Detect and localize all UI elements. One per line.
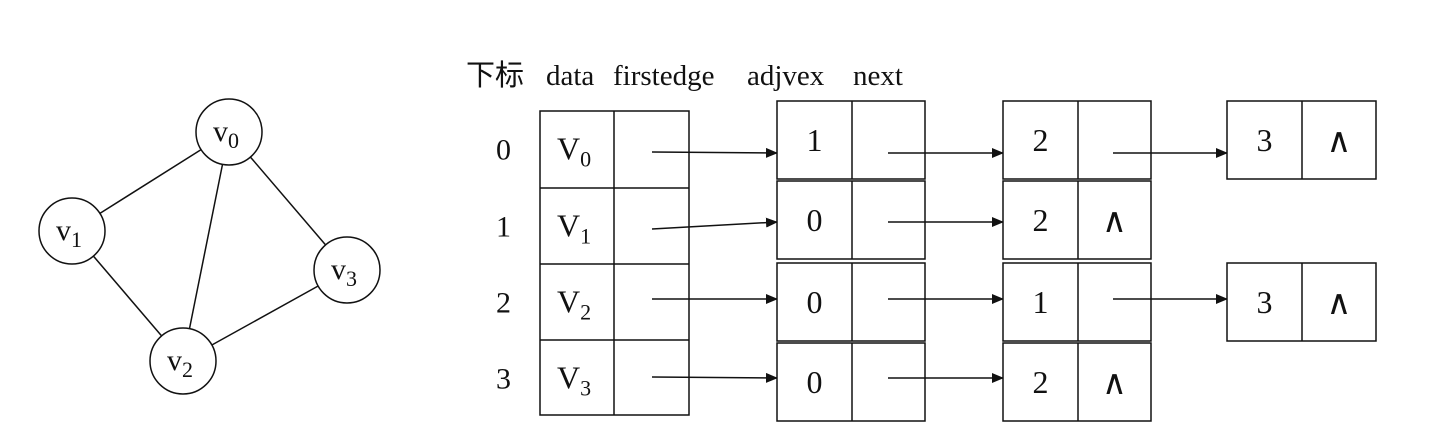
graph-edge	[92, 255, 163, 337]
graph-node-circle	[313, 236, 381, 304]
adjvex-value: 0	[807, 364, 823, 400]
null-pointer-symbol: ∧	[1102, 203, 1127, 240]
header-index-label: 下标	[466, 59, 524, 92]
vertex-data-main: V	[557, 208, 580, 244]
graph-node-circle	[149, 327, 217, 395]
graph-node-label-main: v	[213, 115, 228, 148]
graph-node-v3: v3	[313, 236, 381, 304]
graph-node-v2: v2	[149, 327, 217, 395]
adjvex-value: 1	[1033, 284, 1049, 320]
null-pointer-symbol: ∧	[1102, 365, 1127, 402]
header-adjvex-label: adjvex	[747, 60, 825, 92]
vertex-data: V3	[557, 360, 591, 401]
header-data-label: data	[546, 60, 594, 92]
graph-edge	[249, 156, 327, 246]
null-pointer-symbol: ∧	[1327, 123, 1352, 160]
graph-node-label-subscript: 0	[228, 128, 239, 153]
edge-node: 0	[776, 180, 1004, 260]
vertex-data-main: V	[557, 284, 580, 320]
graph-node-circle	[38, 197, 106, 265]
firstedge-arrow	[651, 147, 778, 158]
edge-node-box	[776, 342, 926, 422]
edge-node: 2∧	[1002, 342, 1152, 422]
graph-node-label-main: v	[56, 214, 71, 247]
edge-node-box	[1002, 262, 1152, 342]
graph-node-label: v0	[213, 115, 239, 153]
adjvex-value: 1	[807, 122, 823, 158]
graph-edge	[211, 285, 319, 346]
edge-node-box	[776, 180, 926, 260]
graph-node-label-subscript: 1	[71, 227, 82, 252]
adjvex-value: 0	[807, 284, 823, 320]
vertex-data: V1	[557, 208, 591, 249]
edge-node-box	[776, 262, 926, 342]
adjvex-value: 2	[1033, 364, 1049, 400]
vertex-data-subscript: 3	[580, 376, 591, 401]
header-firstedge-label: firstedge	[613, 60, 714, 92]
header-next-label: next	[853, 60, 903, 92]
vertex-data: V2	[557, 284, 591, 325]
graph-node-label-main: v	[167, 344, 182, 377]
graph-node-label: v1	[56, 214, 82, 252]
graph-edge	[188, 164, 224, 329]
null-pointer-symbol: ∧	[1327, 285, 1352, 322]
firstedge-arrow	[651, 217, 778, 230]
table-header: 下标 data firstedge adjvex next	[466, 59, 903, 92]
graph-node-circle	[195, 98, 263, 166]
graph-node-label: v3	[331, 253, 357, 291]
graph-node-v1: v1	[38, 197, 106, 265]
vertex-index: 2	[496, 287, 511, 320]
graph-node-label-subscript: 2	[182, 357, 193, 382]
graph-edge	[99, 148, 202, 215]
vertex-data-subscript: 0	[580, 147, 591, 172]
edge-node: 0	[776, 342, 1004, 422]
edge-node-box	[776, 100, 926, 180]
vertex-data-subscript: 1	[580, 224, 591, 249]
vertex-data-subscript: 2	[580, 300, 591, 325]
edge-node: 3∧	[1226, 262, 1377, 342]
firstedge-arrow	[651, 372, 778, 383]
adjvex-value: 2	[1033, 122, 1049, 158]
adjvex-value: 3	[1257, 122, 1273, 158]
edge-node: 0	[776, 262, 1004, 342]
graph-node-label-subscript: 3	[346, 266, 357, 291]
vertex-index: 0	[496, 134, 511, 167]
graph-node-label-main: v	[331, 253, 346, 286]
edge-node: 1	[1002, 262, 1228, 342]
adjvex-value: 2	[1033, 202, 1049, 238]
edge-node-box	[1002, 100, 1152, 180]
graph-node-label: v2	[167, 344, 193, 382]
vertex-data: V0	[557, 131, 591, 172]
edge-node-box	[1002, 180, 1152, 260]
vertex-data-main: V	[557, 131, 580, 167]
adjvex-value: 3	[1257, 284, 1273, 320]
adjvex-value: 0	[807, 202, 823, 238]
edge-node-box	[1002, 342, 1152, 422]
vertex-data-main: V	[557, 360, 580, 396]
graph-edges	[92, 148, 327, 346]
vertex-index: 3	[496, 363, 511, 396]
edge-node: 2∧	[1002, 180, 1152, 260]
graph-node-v0: v0	[195, 98, 263, 166]
vertex-index: 1	[496, 211, 511, 244]
edge-node: 3∧	[1226, 100, 1377, 180]
edge-node: 2	[1002, 100, 1228, 180]
edge-node: 1	[776, 100, 1004, 180]
